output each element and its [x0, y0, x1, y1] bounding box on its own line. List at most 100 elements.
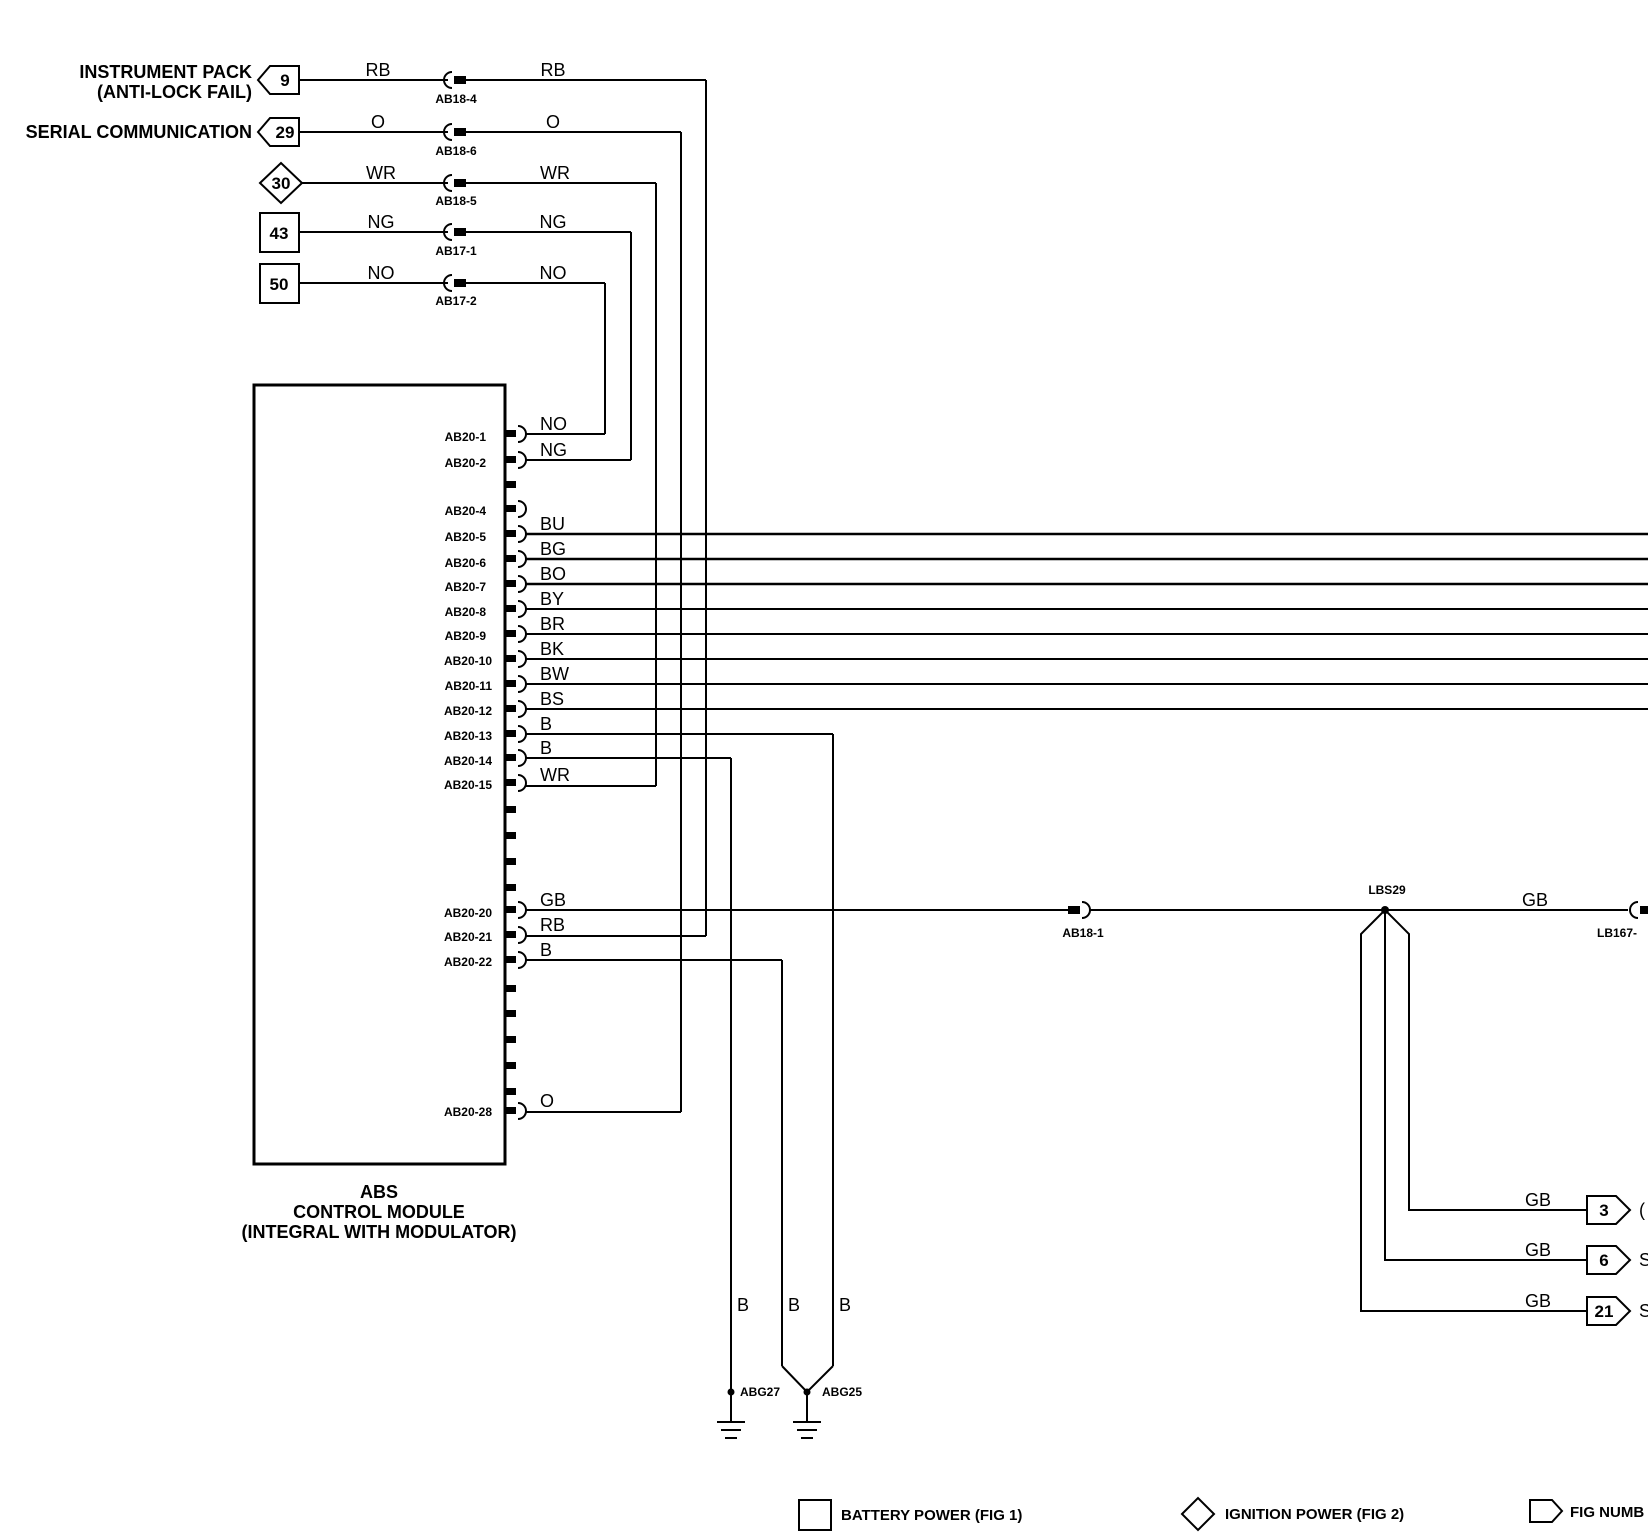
abs-control-module-title: ABS CONTROL MODULE (INTEGRAL WITH MODULA… [242, 1182, 517, 1242]
wire-color-label: BU [540, 514, 565, 534]
unused-pin-stubs [505, 481, 516, 1095]
fig-number-symbol [1586, 1296, 1632, 1326]
module-pin-AB20-4: AB20-4 [445, 500, 527, 518]
pin-id: AB20-14 [444, 754, 492, 768]
connector-socket-icon [1081, 901, 1091, 919]
input-battery-power-43: 43 NG AB17-1 NG [259, 212, 631, 258]
wire-color-label: O [540, 1091, 554, 1111]
wire-color-label: GB [1525, 1291, 1551, 1311]
fig-number-symbol [256, 65, 300, 95]
module-pin-AB20-8: AB20-8 BY [445, 589, 1648, 619]
legend-text: IGNITION POWER (FIG 2) [1225, 1506, 1404, 1523]
module-pin-AB20-21: AB20-21 RB [444, 915, 706, 944]
wire-color-label: GB [1525, 1240, 1551, 1260]
ground-point-id: ABG25 [822, 1385, 862, 1399]
wire-color-label: BW [540, 664, 569, 684]
ground-circuits: B B B ABG27 ABG25 [717, 734, 862, 1439]
branch-fig-6: GB 6 S [1525, 1240, 1648, 1275]
wire-color-label: B [839, 1295, 851, 1315]
module-pin-AB20-12: AB20-12 BS [444, 689, 1648, 718]
wire-color-label: GB [1525, 1190, 1551, 1210]
wire-color-label: BK [540, 639, 564, 659]
wire-color-label: NO [540, 263, 567, 283]
fig-number-symbol [1586, 1245, 1632, 1275]
connector-pin-icon [1640, 906, 1648, 914]
module-title-line: ABS [360, 1182, 398, 1202]
wire-color-label: B [540, 738, 552, 758]
input-ignition-power-30: 30 WR AB18-5 WR [258, 161, 656, 208]
pin-id: AB20-4 [445, 504, 487, 518]
connector-socket-icon [443, 274, 453, 292]
legend-text: FIG NUMB [1570, 1504, 1644, 1521]
connector-socket-icon [443, 223, 453, 241]
module-pin-AB20-9: AB20-9 BR [445, 614, 1648, 643]
wire-color-label: NO [540, 414, 567, 434]
pin-id: AB20-15 [444, 778, 492, 792]
fig-number[interactable]: 21 [1595, 1302, 1614, 1321]
pin-id: AB20-20 [444, 906, 492, 920]
pin-id: AB20-7 [445, 580, 487, 594]
ground-point-id: ABG27 [740, 1385, 780, 1399]
module-pin-AB20-28: AB20-28 O [444, 1091, 681, 1120]
connector-pin-icon [454, 228, 466, 236]
pin-id: AB20-10 [444, 654, 492, 668]
fig-number[interactable]: 43 [270, 224, 289, 243]
wire-color-label: WR [540, 765, 570, 785]
wire-color-label: GB [1522, 890, 1548, 910]
module-pin-AB20-7: AB20-7 BO [445, 564, 1648, 594]
ground-icon [793, 1392, 821, 1439]
module-pin-AB20-6: AB20-6 BG [445, 539, 1648, 570]
gb-circuit: AB18-1 LBS29 GB LB167- GB 3 ( GB 6 S GB … [1062, 883, 1648, 1326]
wire-color-label: O [546, 112, 560, 132]
input-label-line: (ANTI-LOCK FAIL) [97, 82, 252, 102]
wire-color-label: BR [540, 614, 565, 634]
legend-text: BATTERY POWER (FIG 1) [841, 1507, 1022, 1524]
legend-battery-power: BATTERY POWER (FIG 1) [798, 1499, 1022, 1531]
connector-id: AB18-5 [435, 194, 477, 208]
module-title-line: CONTROL MODULE [293, 1202, 465, 1222]
wire-color-label: RB [540, 60, 565, 80]
connector-id: AB18-6 [435, 144, 477, 158]
fig-number[interactable]: 9 [280, 71, 289, 90]
input-instrument-pack: INSTRUMENT PACK (ANTI-LOCK FAIL) 9 RB AB… [79, 60, 706, 106]
pin-id: AB20-21 [444, 930, 492, 944]
wire-color-label: B [737, 1295, 749, 1315]
input-serial-communication: SERIAL COMMUNICATION 29 O AB18-6 O [26, 112, 681, 158]
wire-color-label: RB [365, 60, 390, 80]
wire-color-label: WR [540, 163, 570, 183]
module-pin-AB20-10: AB20-10 BK [444, 639, 1648, 668]
pin-id: AB20-11 [445, 679, 493, 693]
legend-fig-number: FIG NUMB [1529, 1499, 1644, 1523]
connector-pin-icon [454, 76, 466, 84]
pin-id: AB20-1 [445, 430, 487, 444]
legend: BATTERY POWER (FIG 1) IGNITION POWER (FI… [798, 1496, 1644, 1532]
connector-pin-icon [454, 279, 466, 287]
connector-socket-icon [443, 71, 453, 89]
splice-id: LBS29 [1368, 883, 1406, 897]
connector-id: LB167- [1597, 926, 1637, 940]
pin-id: AB20-5 [445, 530, 487, 544]
wire-color-label: BG [540, 539, 566, 559]
ground-icon [717, 1392, 745, 1439]
connector-pin-icon [454, 128, 466, 136]
input-label-line: INSTRUMENT PACK [79, 62, 252, 82]
cut-text: S [1639, 1250, 1648, 1270]
connector-id: AB17-1 [435, 244, 477, 258]
connector-pin-icon [454, 179, 466, 187]
wire-color-label: B [540, 940, 552, 960]
fig-number[interactable]: 30 [272, 174, 291, 193]
pin-id: AB20-9 [445, 629, 487, 643]
module-pin-AB20-5: AB20-5 BU [445, 514, 1648, 544]
connector-pin-icon [1068, 906, 1080, 914]
connector-socket-icon [443, 123, 453, 141]
fig-number[interactable]: 50 [270, 275, 289, 294]
input-wire-drops [604, 80, 707, 1112]
fig-number[interactable]: 3 [1599, 1201, 1608, 1220]
pin-id: AB20-13 [444, 729, 492, 743]
module-title-line: (INTEGRAL WITH MODULATOR) [242, 1222, 517, 1242]
wire-color-label: BS [540, 689, 564, 709]
wire-color-label: NG [368, 212, 395, 232]
fig-number[interactable]: 6 [1599, 1251, 1608, 1270]
fig-number[interactable]: 29 [276, 123, 295, 142]
